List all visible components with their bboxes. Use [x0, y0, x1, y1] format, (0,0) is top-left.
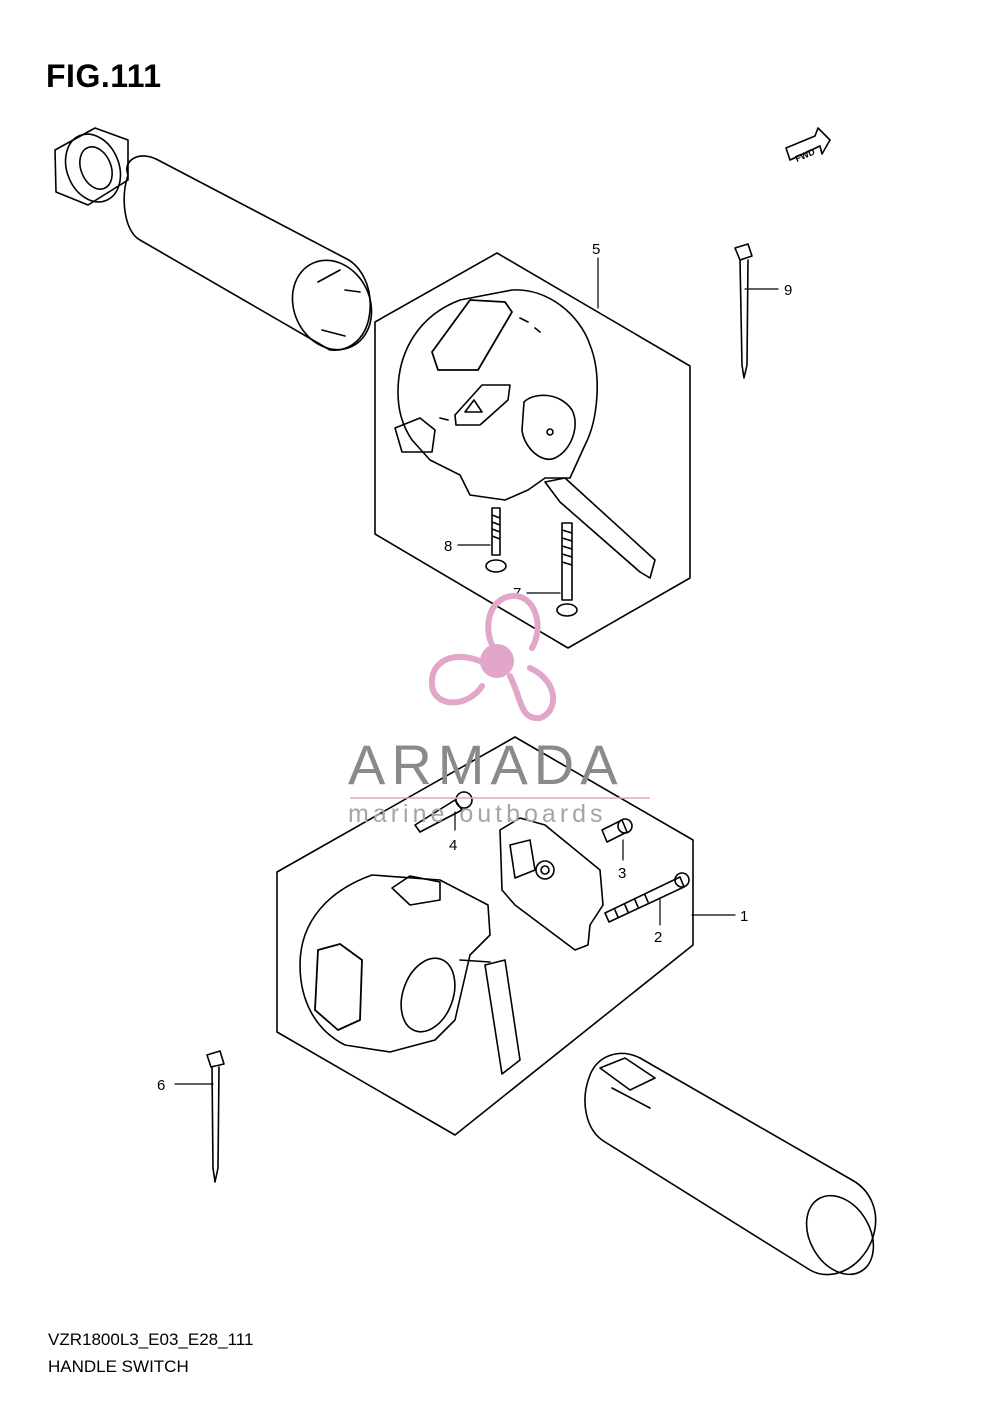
figure-title: FIG.111: [46, 58, 162, 94]
forward-direction-badge: [785, 127, 831, 161]
callout-9: 9: [784, 282, 792, 299]
cable-tie-9: [734, 243, 753, 379]
right-switch-assembly-outline: [374, 252, 691, 649]
callout-8: 8: [444, 538, 452, 555]
watermark-propeller-logo: [428, 592, 556, 722]
callout-4: 4: [449, 837, 457, 854]
throttle-grip: [584, 1052, 877, 1276]
section-name: HANDLE SWITCH: [48, 1357, 189, 1376]
screw-8: [485, 507, 507, 573]
left-handlebar-grip: [123, 155, 373, 351]
left-switch-assembly-outline: [276, 736, 694, 1136]
left-switch-housing: [299, 874, 521, 1075]
switch-clamp-bracket: [499, 817, 604, 951]
callout-2: 2: [654, 929, 662, 946]
grip-end-ring: [54, 127, 129, 206]
screw-2: [604, 872, 690, 923]
model-code: VZR1800L3_E03_E28_111: [48, 1330, 254, 1349]
callout-1: 1: [740, 908, 748, 925]
watermark-tagline: marine outboards: [348, 800, 607, 828]
fwd-label: FWD: [794, 146, 817, 164]
callout-3: 3: [618, 865, 626, 882]
callout-5: 6: [157, 1077, 165, 1094]
screw-4: [414, 791, 473, 833]
callout-6: 5: [592, 241, 600, 258]
screw-7: [556, 522, 578, 617]
screw-3: [601, 818, 633, 843]
leader-lines: [174, 257, 779, 1085]
right-switch-housing: [394, 289, 656, 579]
cable-tie-5: [206, 1050, 225, 1183]
watermark-brand: ARMADA: [348, 733, 624, 796]
